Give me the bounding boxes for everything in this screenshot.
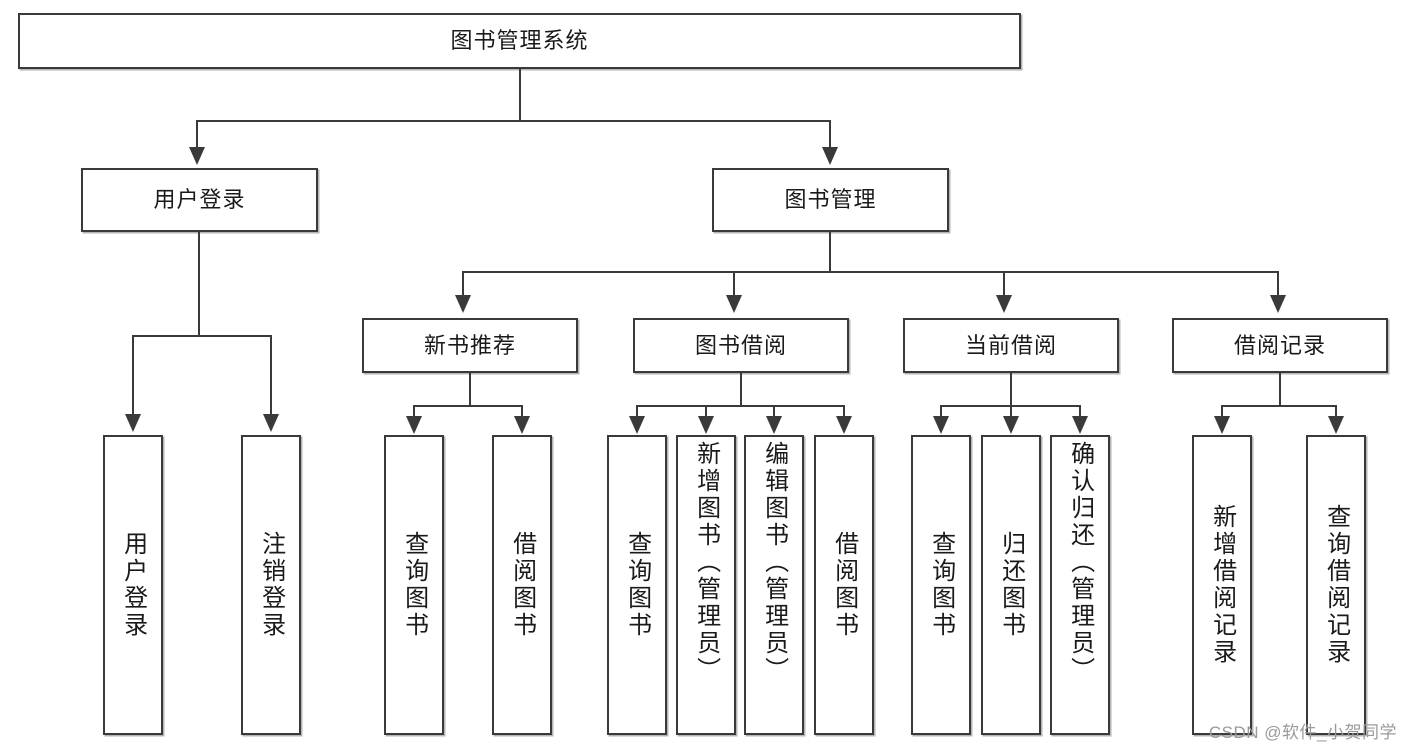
connector-root-to-bookmgmt	[829, 120, 831, 148]
connector-bookmgmt-bus	[463, 271, 1278, 273]
leaf-current-return-book[interactable]: 归还图书	[981, 435, 1041, 735]
leaf-newbook-borrow-book[interactable]: 借阅图书	[492, 435, 552, 735]
leaf-borrow-add-book-admin[interactable]: 新增图书（管理员）	[676, 435, 736, 735]
node-label: 新增借阅记录	[1208, 504, 1236, 666]
connector-root-bus	[197, 120, 831, 122]
node-label: 查询图书	[400, 531, 428, 639]
connector-newbook-drop	[469, 373, 471, 405]
node-label: 图书借阅	[694, 332, 787, 358]
connector-bookborrow-to-leaf-4	[843, 405, 845, 417]
node-label: 图书管理	[784, 187, 877, 213]
arrow-bookmgmt-to-l3-4	[1270, 295, 1286, 313]
arrow-bookmgmt-to-l3-1	[455, 295, 471, 313]
node-new-book-recommend[interactable]: 新书推荐	[362, 318, 578, 373]
connector-currentborrow-drop	[1010, 373, 1012, 405]
node-label: 查询图书	[623, 531, 651, 639]
leaf-current-query-book[interactable]: 查询图书	[911, 435, 971, 735]
connector-borrowrecord-to-leaf-2	[1335, 405, 1337, 417]
connector-login-to-leaf-2	[270, 335, 272, 415]
node-borrow-record[interactable]: 借阅记录	[1172, 318, 1388, 373]
node-book-management[interactable]: 图书管理	[712, 168, 949, 232]
leaf-current-confirm-return-admin[interactable]: 确认归还（管理员）	[1050, 435, 1110, 735]
connector-login-drop	[198, 232, 200, 335]
connector-borrowrecord-to-leaf-1	[1221, 405, 1223, 417]
connector-bookborrow-to-leaf-2	[705, 405, 707, 417]
arrow-currentborrow-to-leaf-3	[1072, 416, 1088, 434]
node-label: 图书管理系统	[450, 28, 589, 54]
node-label: 借阅图书	[830, 531, 858, 639]
connector-borrowrecord-bus	[1222, 405, 1336, 407]
arrow-currentborrow-to-leaf-2	[1003, 416, 1019, 434]
connector-bookmgmt-drop	[829, 232, 831, 271]
node-current-borrow[interactable]: 当前借阅	[903, 318, 1119, 373]
node-label: 用户登录	[153, 187, 246, 213]
node-label: 确认归还（管理员）	[1066, 441, 1094, 684]
connector-currentborrow-to-leaf-3	[1079, 405, 1081, 417]
node-label: 当前借阅	[964, 332, 1057, 358]
connector-newbook-to-leaf-2	[521, 405, 523, 417]
arrow-bookborrow-to-leaf-3	[766, 416, 782, 434]
node-label: 用户登录	[119, 531, 147, 639]
leaf-logout[interactable]: 注销登录	[241, 435, 301, 735]
leaf-record-add-record[interactable]: 新增借阅记录	[1192, 435, 1252, 735]
connector-bookborrow-to-leaf-1	[636, 405, 638, 417]
arrow-bookmgmt-to-l3-2	[726, 295, 742, 313]
leaf-borrow-borrow-book[interactable]: 借阅图书	[814, 435, 874, 735]
node-label: 借阅记录	[1233, 332, 1326, 358]
leaf-user-login[interactable]: 用户登录	[103, 435, 163, 735]
arrow-bookborrow-to-leaf-2	[698, 416, 714, 434]
connector-currentborrow-to-leaf-2	[1010, 405, 1012, 417]
connector-newbook-to-leaf-1	[413, 405, 415, 417]
connector-bookborrow-bus	[637, 405, 844, 407]
node-label: 注销登录	[257, 531, 285, 639]
leaf-record-query-record[interactable]: 查询借阅记录	[1306, 435, 1366, 735]
node-label: 新增图书（管理员）	[692, 441, 720, 684]
arrow-login-to-leaf-2	[263, 414, 279, 432]
arrow-bookmgmt-to-l3-3	[996, 295, 1012, 313]
node-label: 借阅图书	[508, 531, 536, 639]
node-book-borrow[interactable]: 图书借阅	[633, 318, 849, 373]
connector-login-to-leaf-1	[132, 335, 134, 415]
connector-login-bus	[133, 335, 271, 337]
connector-newbook-bus	[414, 405, 522, 407]
connector-bookborrow-to-leaf-3	[773, 405, 775, 417]
leaf-borrow-query-book[interactable]: 查询图书	[607, 435, 667, 735]
node-label: 查询图书	[927, 531, 955, 639]
node-root-system[interactable]: 图书管理系统	[18, 13, 1021, 69]
arrow-borrowrecord-to-leaf-1	[1214, 416, 1230, 434]
arrow-currentborrow-to-leaf-1	[933, 416, 949, 434]
connector-bookmgmt-to-l3-2	[733, 271, 735, 296]
arrow-login-to-leaf-1	[125, 414, 141, 432]
node-label: 查询借阅记录	[1322, 504, 1350, 666]
node-label: 新书推荐	[423, 332, 516, 358]
connector-bookmgmt-to-l3-4	[1277, 271, 1279, 296]
node-user-login[interactable]: 用户登录	[81, 168, 318, 232]
connector-borrowrecord-drop	[1279, 373, 1281, 405]
arrow-newbook-to-leaf-1	[406, 416, 422, 434]
leaf-borrow-edit-book-admin[interactable]: 编辑图书（管理员）	[744, 435, 804, 735]
connector-bookmgmt-to-l3-3	[1003, 271, 1005, 296]
connector-bookmgmt-to-l3-1	[462, 271, 464, 296]
arrow-bookborrow-to-leaf-1	[629, 416, 645, 434]
arrow-root-to-login	[189, 147, 205, 165]
arrow-bookborrow-to-leaf-4	[836, 416, 852, 434]
arrow-borrowrecord-to-leaf-2	[1328, 416, 1344, 434]
node-label: 编辑图书（管理员）	[760, 441, 788, 684]
node-label: 归还图书	[997, 531, 1025, 639]
connector-currentborrow-to-leaf-1	[940, 405, 942, 417]
arrow-newbook-to-leaf-2	[514, 416, 530, 434]
connector-root-drop	[519, 69, 521, 120]
connector-root-to-login	[196, 120, 198, 148]
leaf-newbook-query-book[interactable]: 查询图书	[384, 435, 444, 735]
connector-bookborrow-drop	[740, 373, 742, 405]
arrow-root-to-bookmgmt	[822, 147, 838, 165]
